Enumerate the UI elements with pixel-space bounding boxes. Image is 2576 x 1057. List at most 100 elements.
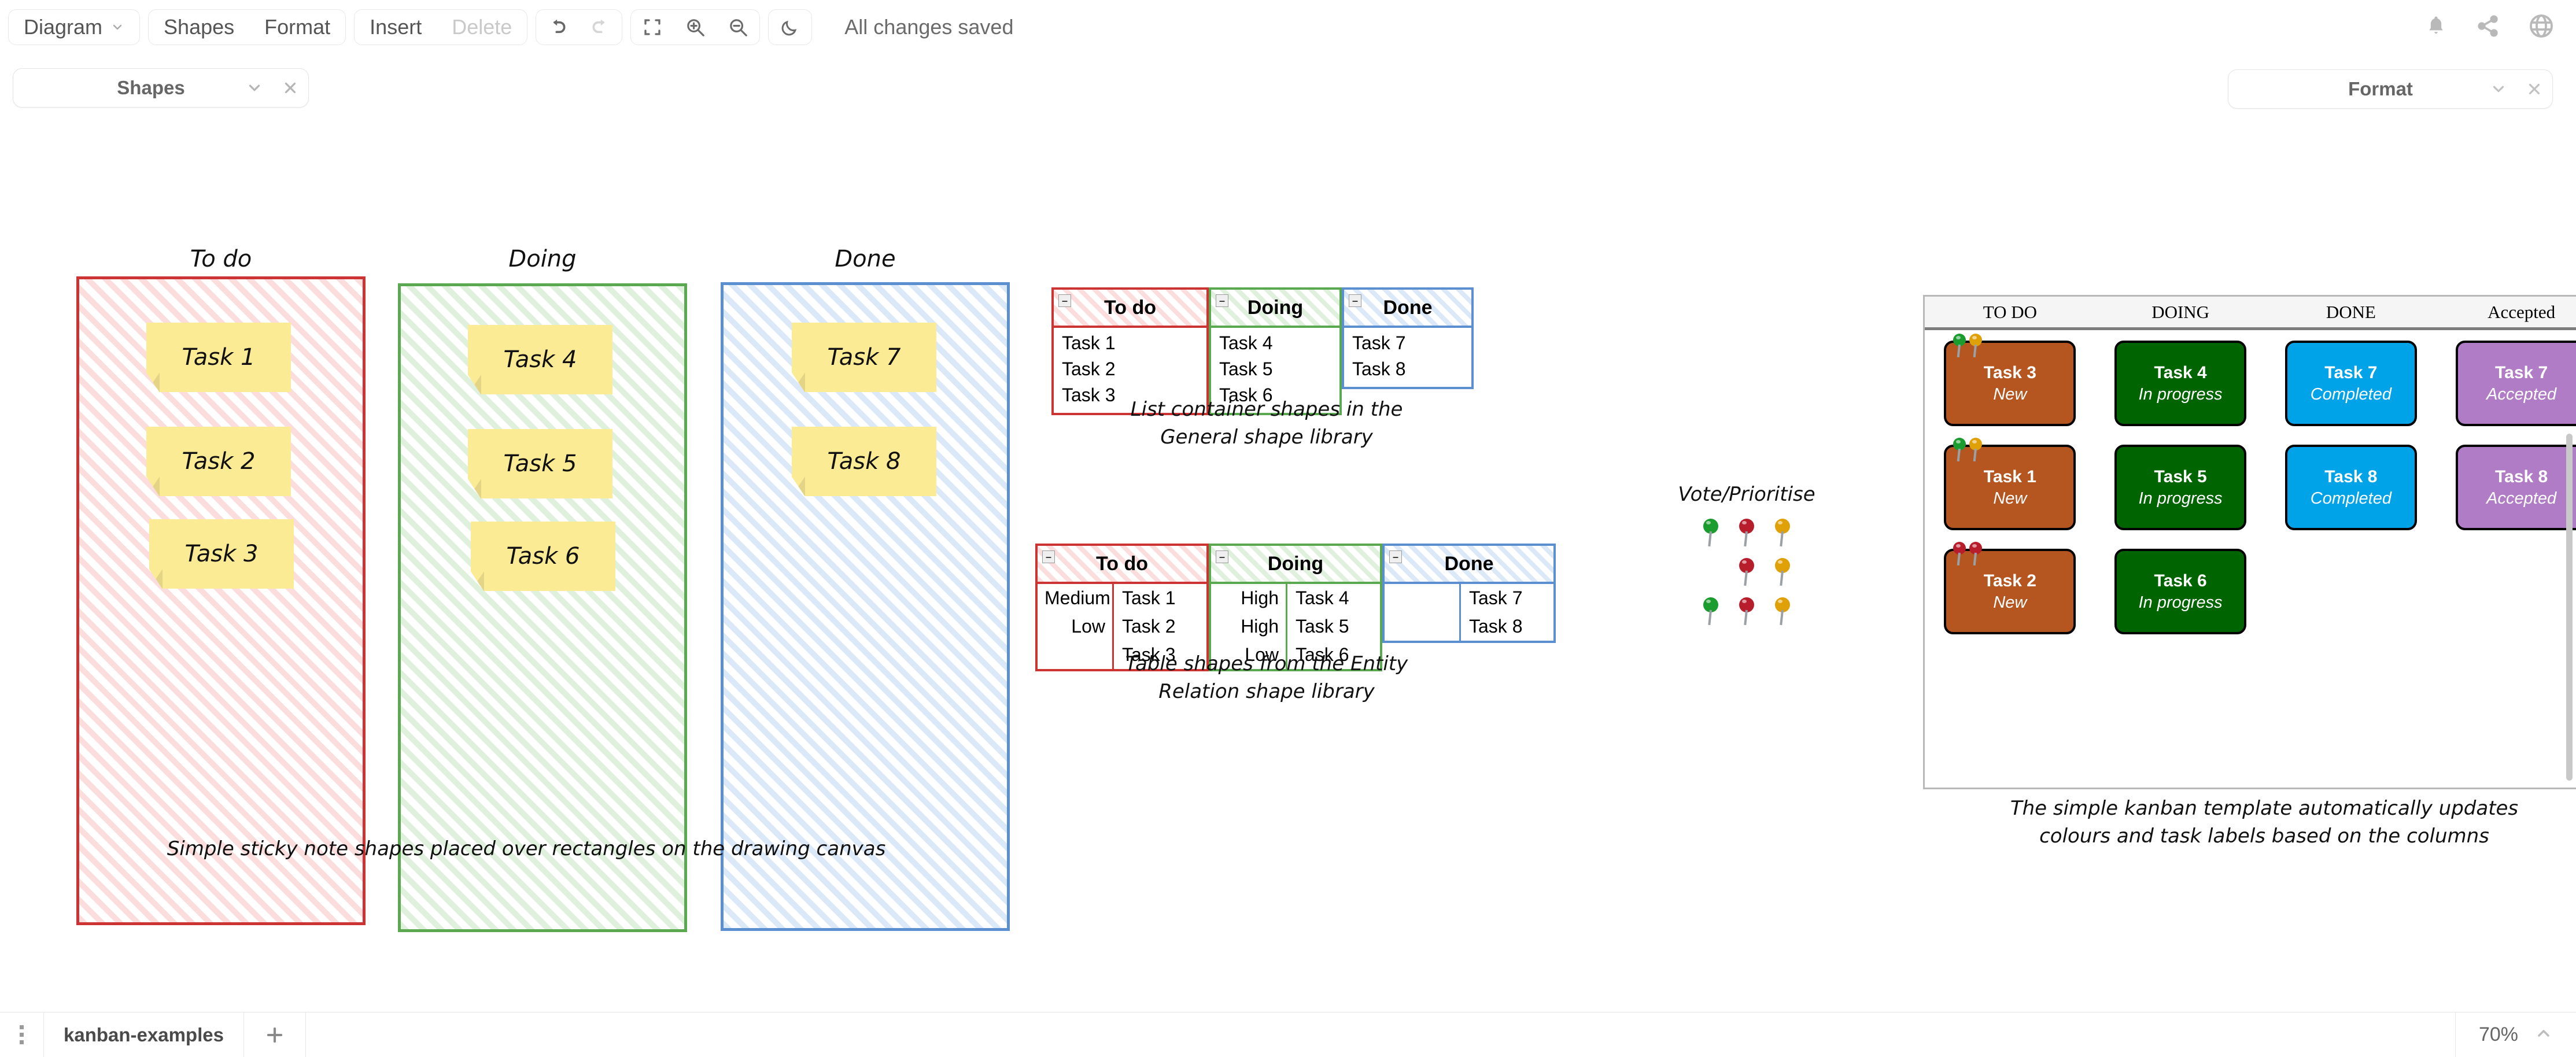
kanban-column-done[interactable]: Task 7 Completed Task 8 Completed [2266,341,2437,787]
collapse-minus-icon[interactable]: – [1042,550,1055,563]
sticky-section-caption: Simple sticky note shapes placed over re… [167,837,886,860]
zoom-in-icon[interactable] [674,9,717,45]
sticky-note[interactable]: Task 6 [471,522,615,591]
pin-icon-orange[interactable] [1775,558,1790,586]
bell-icon[interactable] [2423,13,2449,42]
chevron-down-icon[interactable] [237,68,272,108]
collapse-minus-icon[interactable]: – [1216,294,1228,307]
list-container-doing[interactable]: – Doing Task 4 Task 5 Task 6 [1209,287,1342,415]
table-shape-todo[interactable]: – To do Medium Task 1 Low Task 2 Task 3 [1035,544,1209,671]
list-item[interactable]: Task 7 [1352,332,1406,353]
zoom-control[interactable]: 70% [2455,1012,2576,1057]
diagram-menu-button[interactable]: Diagram [9,9,139,45]
shapes-panel-header[interactable]: Shapes [13,68,309,108]
sticky-note[interactable]: Task 2 [146,427,291,496]
table-shape-doing[interactable]: – Doing High Task 4 High Task 5 Low Task… [1209,544,1382,671]
kanban-template[interactable]: TO DO DOING DONE Accepted Task 3 New [1923,295,2576,789]
list-section-caption: List container shapes in the General sha… [1058,396,1475,451]
kanban-card[interactable]: Task 3 New [1944,334,2076,426]
table-row[interactable]: Task 8 [1385,612,1553,641]
fit-page-icon[interactable] [631,9,674,45]
sticky-note[interactable]: Task 8 [792,427,936,496]
chevron-up-icon[interactable] [2534,1024,2553,1045]
plus-icon[interactable] [244,1012,306,1057]
pin-icon-orange[interactable] [1775,519,1790,547]
pin-icon-green[interactable] [1703,519,1718,547]
format-button[interactable]: Format [264,15,331,39]
moon-icon[interactable] [769,9,811,45]
kanban-column-todo[interactable]: Task 3 New Task 1 New Task 2 [1925,334,2095,787]
drawing-canvas[interactable]: To do Doing Done Task 1 Task 2 Task 3 Ta… [0,110,2576,1000]
collapse-minus-icon[interactable]: – [1058,294,1071,307]
collapse-minus-icon[interactable]: – [1389,550,1402,563]
shapes-panel-title: Shapes [117,77,185,98]
list-item[interactable]: Task 5 [1219,359,1273,379]
table-row[interactable]: Medium Task 1 [1038,584,1206,612]
vertical-scrollbar[interactable] [2566,434,2573,781]
pin-icon-red[interactable] [1739,597,1754,626]
pin-icon-red[interactable] [1739,558,1754,586]
collapse-minus-icon[interactable]: – [1349,294,1361,307]
pin-icon-green[interactable] [1703,597,1718,626]
kanban-card[interactable]: Task 5 In progress [2114,445,2247,530]
kanban-caption-line1: The simple kanban template automatically… [2010,797,2519,820]
kebab-menu-icon[interactable] [0,1012,44,1057]
sticky-note[interactable]: Task 1 [146,323,291,392]
list-item[interactable]: Task 2 [1062,359,1116,379]
table-caption-line2: Relation shape library [1158,679,1375,703]
page-tab-kanban-examples[interactable]: kanban-examples [44,1012,244,1057]
vote-prioritise-label: Vote/Prioritise [1678,483,1815,506]
table-cell-priority: High [1211,612,1287,641]
format-panel-header[interactable]: Format [2228,69,2553,109]
vote-prioritise-block: Vote/Prioritise [1671,483,1822,626]
undo-icon[interactable] [536,9,579,45]
kanban-column-doing[interactable]: Task 4 In progress Task 5 In progress Ta… [2095,341,2266,787]
globe-icon[interactable] [2527,12,2555,43]
close-icon[interactable] [272,68,308,108]
close-icon[interactable] [2516,69,2552,109]
chevron-down-icon[interactable] [2481,69,2516,109]
sticky-note[interactable]: Task 7 [792,323,936,392]
zoom-out-icon[interactable] [717,9,759,45]
share-icon[interactable] [2475,13,2501,42]
list-item[interactable]: Task 4 [1219,332,1273,353]
kanban-card[interactable]: Task 6 In progress [2114,549,2247,634]
list-header-label: To do [1104,296,1156,319]
table-cell-task: Task 7 [1469,587,1523,608]
insert-button[interactable]: Insert [370,15,422,39]
kanban-card[interactable]: Task 7 Completed [2285,341,2417,426]
table-shape-done[interactable]: – Done Task 7 Task 8 [1382,544,1556,643]
pin-icon-orange[interactable] [1775,597,1790,626]
kanban-card[interactable]: Task 8 Completed [2285,445,2417,530]
list-item[interactable]: Task 8 [1352,359,1406,379]
kanban-card[interactable]: Task 2 New [1944,542,2076,634]
kanban-card[interactable]: Task 7 Accepted [2455,341,2576,426]
list-container-done[interactable]: – Done Task 7 Task 8 [1342,287,1474,389]
collapse-minus-icon[interactable]: – [1216,550,1228,563]
list-item[interactable]: Task 1 [1062,332,1116,353]
list-item[interactable]: Task 6 [1219,385,1273,405]
table-row[interactable]: Low Task 2 [1038,612,1206,641]
table-row[interactable]: High Task 5 [1211,612,1380,641]
sticky-note[interactable]: Task 5 [468,429,612,498]
table-row[interactable]: Task 3 [1038,641,1206,669]
table-cell-priority: Medium [1038,584,1114,612]
card-status: New [1993,593,2027,612]
kanban-column-accepted[interactable]: Task 7 Accepted Task 8 Accepted [2436,341,2576,787]
list-container-todo[interactable]: – To do Task 1 Task 2 Task 3 [1051,287,1209,415]
toolbar-right-icons [2423,0,2555,54]
kanban-card[interactable]: Task 8 Accepted [2455,445,2576,530]
kanban-card[interactable]: Task 4 In progress [2114,341,2247,426]
card-title: Task 4 [2154,363,2207,383]
kanban-card[interactable]: Task 1 New [1944,438,2076,530]
sticky-note[interactable]: Task 4 [468,325,612,394]
list-item[interactable]: Task 3 [1062,385,1116,405]
table-row[interactable]: Low Task 6 [1211,641,1380,669]
pin-icon-red[interactable] [1739,519,1754,547]
table-row[interactable]: Task 7 [1385,584,1553,612]
sticky-note[interactable]: Task 3 [149,519,294,589]
card-status: New [1993,385,2027,404]
kanban-section-caption: The simple kanban template automatically… [1909,795,2576,850]
shapes-button[interactable]: Shapes [164,15,235,39]
table-row[interactable]: High Task 4 [1211,584,1380,612]
